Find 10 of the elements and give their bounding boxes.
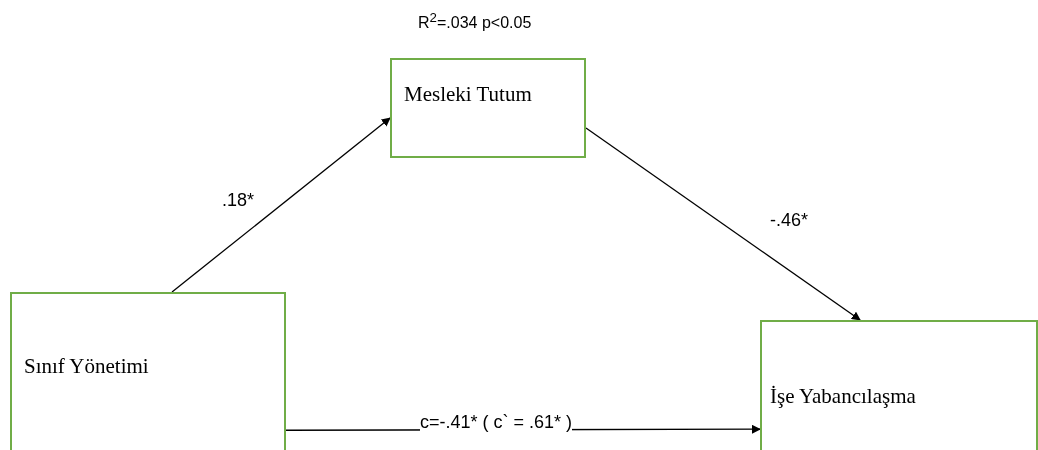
variable-box [760, 320, 1038, 450]
variable-name: İşe Yabancılaşma [770, 384, 916, 409]
arrow [171, 117, 391, 293]
variable-name: Sınıf Yönetimi [24, 354, 149, 379]
arrow [585, 127, 861, 321]
variable-box [10, 292, 286, 450]
variable-name: Mesleki Tutum [404, 82, 532, 107]
r-squared-note: R$^{2}$=.034 p<0.05 [418, 10, 532, 33]
path-coefficient: c=-.41* ( c` = .61* ) [420, 412, 573, 433]
variable-box [390, 58, 586, 158]
